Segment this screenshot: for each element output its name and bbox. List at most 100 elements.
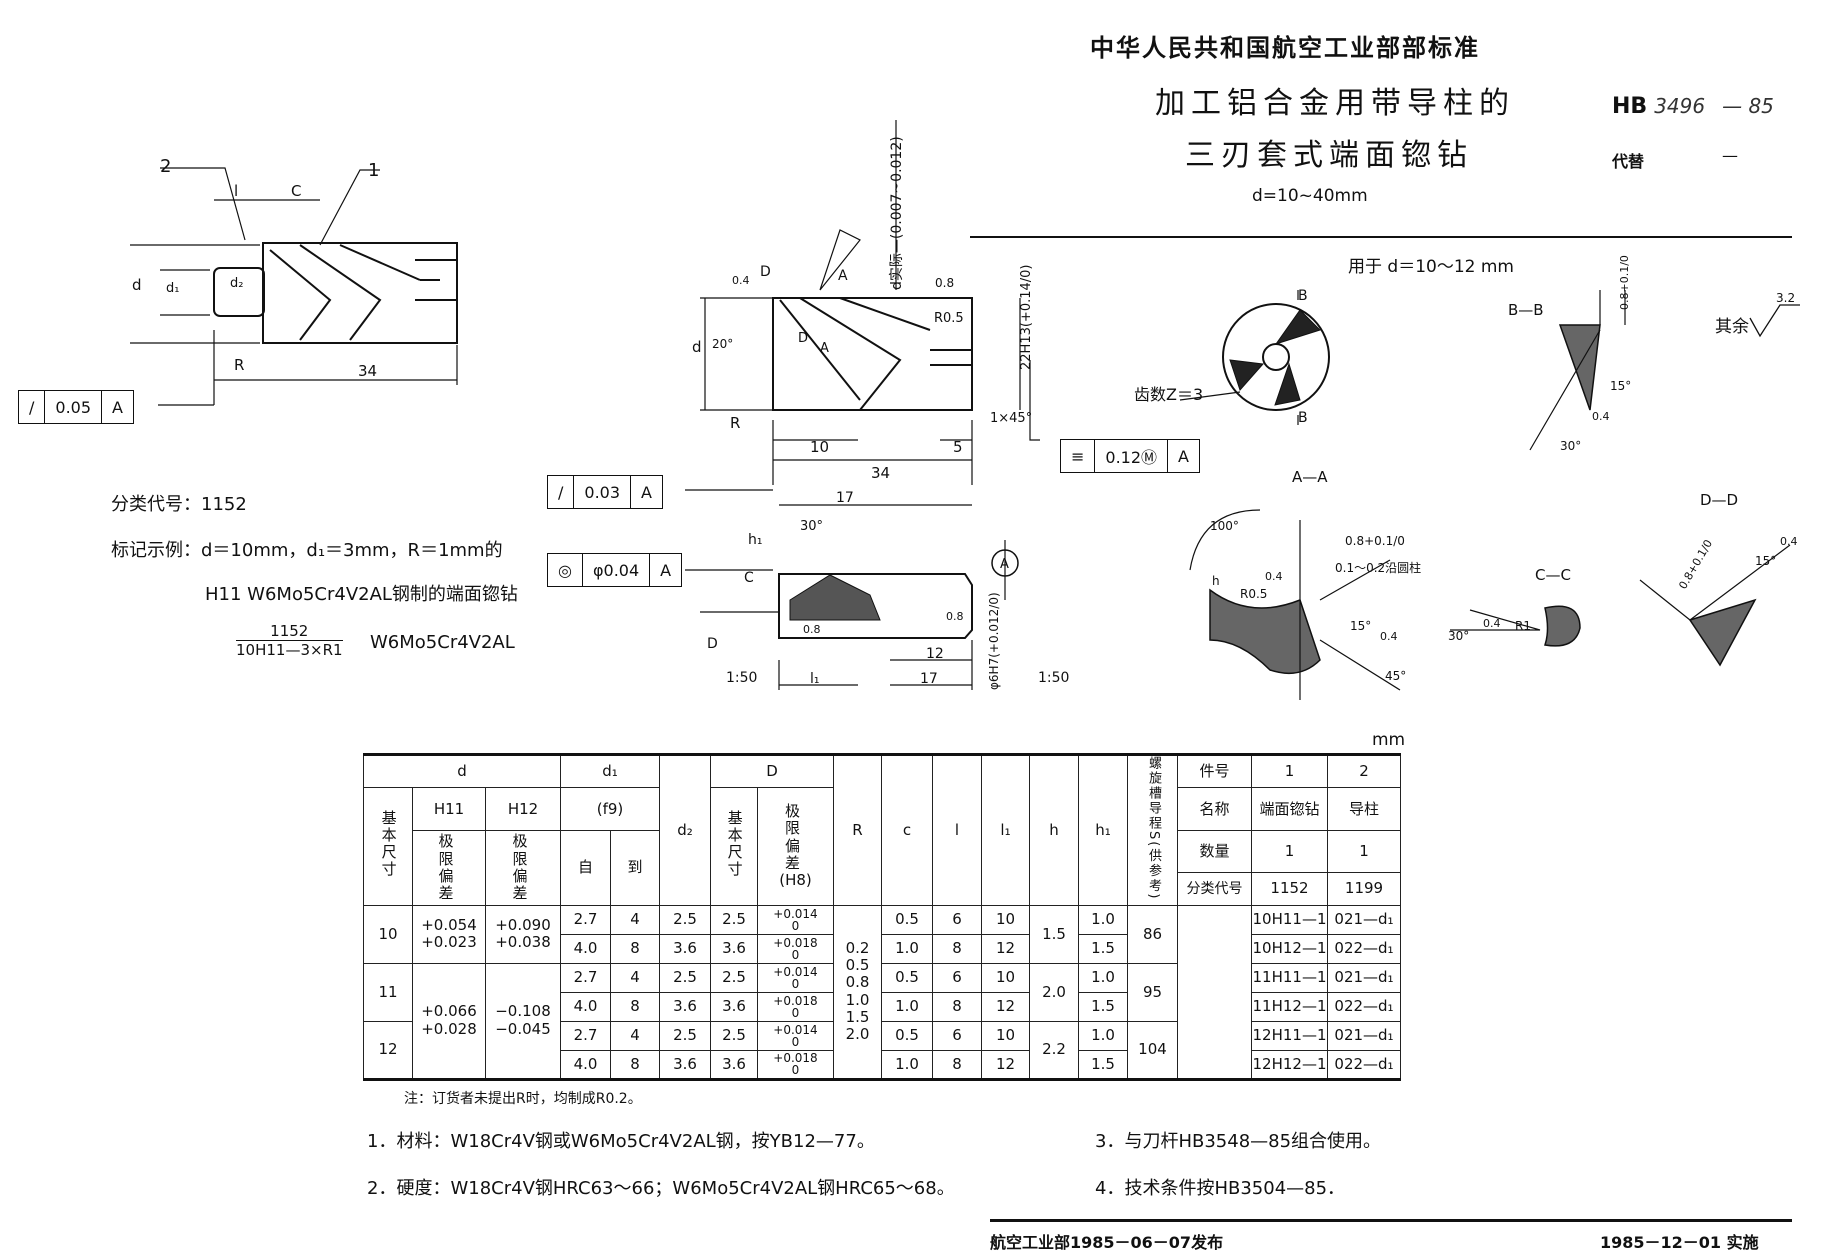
l-value: 6 [952,968,962,987]
bore-dim: φ6H7(+0.012/0) [987,592,1001,690]
end-view: B B 齿数Z＝3 用于 d＝10～12 mm [1134,257,1514,426]
l1: 10 [981,962,1030,993]
d1-from-value: 4.0 [573,997,598,1016]
part2-code-value: 022—d₁ [1334,1054,1394,1073]
D-basic-value: 2.5 [722,910,746,929]
note: 0.1～0.2沿圆柱 [1335,560,1421,575]
l1-value: 12 [995,997,1016,1016]
basic-size: 12 [363,1020,413,1080]
dim-h1: h₁ [748,532,763,548]
datum: A [1178,446,1189,466]
header-D: D [710,754,834,788]
h11-dev: +0.066 +0.028 [412,962,486,1080]
c-value: 1.0 [895,1054,919,1073]
angle-20: 20° [712,337,733,351]
d1-to-value: 8 [630,939,640,958]
h1: 1.0 [1078,962,1128,993]
note-2: 2．硬度：W18Cr4V钢HRC63～66；W6Mo5Cr4V2AL钢HRC65… [367,1178,955,1199]
part-no-2: 2 [1327,754,1401,788]
standard-num: 3496 [1654,94,1706,118]
slot-width: 22H13(+0.14/0) [1019,265,1034,371]
part1-code: 12H11—1 [1251,1020,1328,1051]
part1-code: 11H11—1 [1251,962,1328,993]
section-view: 17 30° h₁ C D 0.8 0.8 12 l₁ 17 1:50 1:50… [700,490,1069,690]
h1-value: 1.5 [1091,1054,1115,1073]
dim-d2: d₂ [230,276,243,291]
radius: R1 [1515,619,1531,633]
roughness: 0.4 [1592,410,1610,423]
l1: 12 [981,933,1030,964]
l1-value: 10 [995,1026,1016,1045]
h12-dev: +0.090 +0.038 [485,904,561,964]
section-d-d: D—D 0.8+0.1/0 15° 0.4 [1639,491,1798,667]
part1-code-value: 11H12—1 [1252,997,1327,1016]
l: 6 [932,904,982,935]
c-value: 1.0 [895,997,919,1016]
d2-value: 3.6 [673,1054,697,1073]
d1-from-value: 2.7 [573,1026,598,1045]
header-D-dev-text: 极限偏差 [784,802,806,872]
marking-fraction: 1152 10H11—3×R1 [236,622,343,659]
h1: 1.5 [1078,991,1128,1022]
h-value: 2.2 [1042,1040,1066,1059]
d2-value: 3.6 [673,997,697,1016]
dim-34: 34 [358,362,377,380]
tolerance-value: 0.05 [45,391,103,423]
header-h1: h₁ [1078,754,1128,906]
d1-from-value: 2.7 [573,968,598,987]
part1-code-value: 10H12—1 [1252,939,1327,958]
dim: 0.8+0.1/0 [1676,537,1715,591]
D-basic-value: 2.5 [722,1026,746,1045]
d1-from: 2.7 [560,962,611,993]
datum-a: A [1000,557,1009,572]
section-mark-b: B [1298,288,1308,304]
basic-size-value: 10 [378,924,398,943]
issue-date: 航空工业部1985－06－07发布 [990,1233,1224,1252]
dim: 0.8+0.1/0 [1345,534,1405,548]
section-title: C—C [1535,566,1571,584]
h12-dev: −0.108 −0.045 [485,962,561,1080]
D-dev: +0.014 0 [757,962,834,993]
part-code-1: 1152 [1251,871,1328,906]
part2-code: 021—d₁ [1327,962,1401,993]
header-basic-size: 基本尺寸 [363,787,413,906]
dim-34: 34 [871,464,890,482]
c-value: 0.5 [895,910,919,929]
angle: 30° [1448,629,1469,643]
d1-to: 8 [610,991,660,1022]
l: 6 [932,962,982,993]
spec-column [1177,904,1252,1080]
h1-value: 1.5 [1091,997,1115,1016]
c: 1.0 [881,991,933,1022]
replaces-value: — [1722,146,1738,165]
angle: 30° [1560,439,1581,453]
standard-prefix: HB [1612,94,1648,119]
cutter-dimension-lines [685,120,1040,571]
part1-code: 10H12—1 [1251,933,1328,964]
c: 0.5 [881,962,933,993]
section-title: A—A [1292,468,1328,486]
part-no-1: 1 [1251,754,1328,788]
header-d2: d₂ [659,754,711,906]
r-values-value: 0.2 0.5 0.8 1.0 1.5 2.0 [845,938,870,1044]
l1: 12 [981,1049,1030,1080]
header-from: 自 [560,830,611,906]
datum: A [641,482,652,502]
dim-r: R [730,414,740,432]
part-name-1: 端面锪钻 [1251,786,1328,832]
dim-12: 12 [926,646,944,662]
section-mark-c: C [744,570,754,586]
angle: 15° [1350,619,1371,633]
l1: 10 [981,904,1030,935]
d1-from: 4.0 [560,991,611,1022]
section-mark-b-2: B [1298,410,1308,426]
d1-to: 4 [610,904,660,935]
part2-code-value: 022—d₁ [1334,939,1394,958]
section-c-c: C—C 30° 0.4 R1 [1448,566,1581,647]
lead-s: 95 [1127,962,1178,1022]
d1-to: 4 [610,962,660,993]
d1-to-value: 4 [630,1026,640,1045]
d1-from-value: 2.7 [573,910,598,929]
d2: 3.6 [659,1049,711,1080]
